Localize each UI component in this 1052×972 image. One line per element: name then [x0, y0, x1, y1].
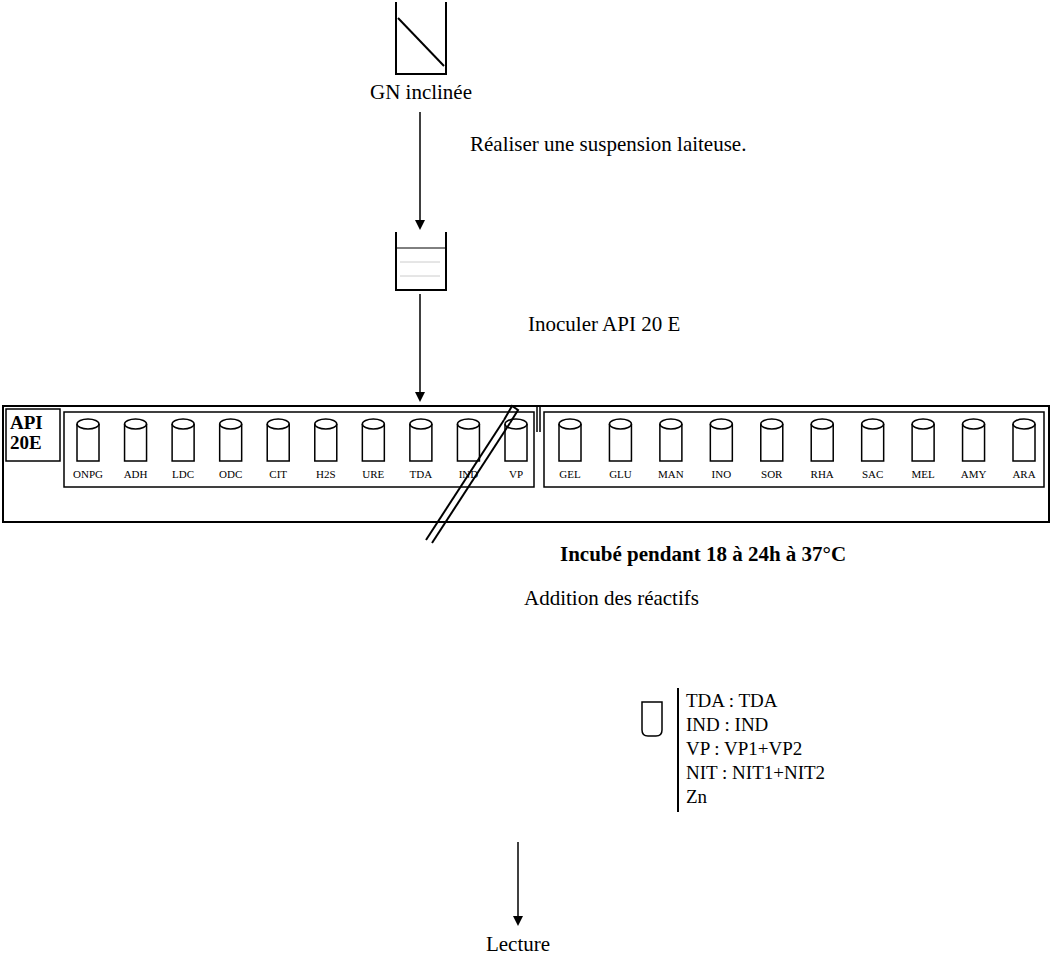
label: Addition des réactifs [524, 586, 699, 610]
cupule-name: VP [509, 469, 523, 480]
label: NIT : NIT1+NIT2 [686, 762, 825, 784]
cupule-name: LDC [172, 469, 194, 480]
label: IND : IND [686, 714, 768, 736]
label: Inoculer API 20 E [528, 312, 680, 336]
suspension-tube [396, 232, 446, 290]
cupule-name: H2S [316, 469, 336, 480]
cupule-name: URE [362, 469, 384, 480]
cupule-name: ADH [124, 469, 148, 480]
cupule-name: GEL [559, 469, 580, 480]
cupule-name: ODC [219, 469, 242, 480]
arrow [517, 842, 519, 924]
label: VP : VP1+VP2 [686, 738, 802, 760]
cupule-name: IND [459, 469, 479, 480]
arrow [419, 294, 421, 400]
cupule-name: TDA [410, 469, 433, 480]
cupule-name: MEL [911, 469, 934, 480]
label: Réaliser une suspension laiteuse. [470, 132, 746, 156]
strip-cupules [4, 407, 1048, 521]
cupule-name: RHA [811, 469, 834, 480]
suspension-shading [400, 262, 440, 276]
label: Incubé pendant 18 à 24h à 37°C [560, 542, 846, 566]
cupule-name: CIT [269, 469, 287, 480]
slant-tube [396, 2, 446, 74]
label: TDA : TDA [686, 690, 777, 712]
bracket-line [677, 688, 679, 812]
api-strip: API 20E ONPG ADH LDC ODC CIT H2S URE TDA IND VP GEL… [2, 405, 1050, 523]
cupule-name: ARA [1012, 469, 1035, 480]
label: GN inclinée [370, 80, 472, 104]
cupule-name: AMY [961, 469, 987, 480]
cupule-name: INO [712, 469, 732, 480]
cupule-name: MAN [658, 469, 684, 480]
strip-title: API 20E [10, 413, 56, 453]
cupule-name: ONPG [73, 469, 103, 480]
label: Zn [686, 786, 707, 808]
cupule-name: SAC [862, 469, 883, 480]
cupule-name: SOR [761, 469, 782, 480]
arrow [419, 112, 421, 228]
cupule-name: GLU [609, 469, 632, 480]
reagent-tube [642, 702, 662, 736]
label: Lecture [486, 932, 550, 956]
